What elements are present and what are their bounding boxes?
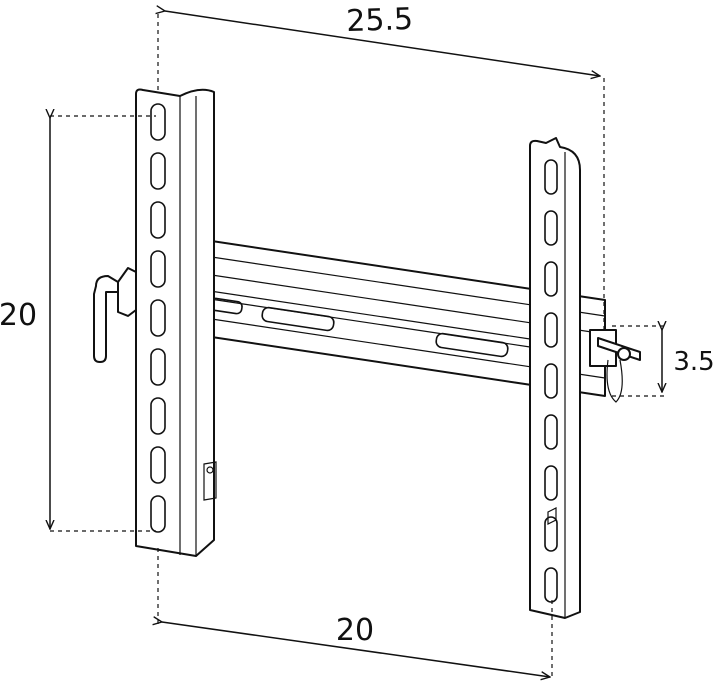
left-mounting-slot <box>150 201 166 239</box>
dimension-right-depth-label: 3.5 <box>673 347 714 377</box>
dimension-left-height-label: 20 <box>0 298 37 333</box>
left-mounting-slot <box>150 397 166 435</box>
right-mounting-slot <box>544 261 558 297</box>
left-mounting-slot <box>150 446 166 484</box>
right-mounting-slot <box>544 414 558 450</box>
left-upright-bracket <box>93 88 217 557</box>
left-lock-handle <box>93 267 137 363</box>
dimension-bottom-width: 20 <box>158 548 553 680</box>
left-mounting-slot <box>150 299 166 337</box>
left-mounting-slot <box>150 348 166 386</box>
right-mounting-slot <box>544 363 558 399</box>
right-mounting-slot <box>544 210 558 246</box>
right-mounting-slot <box>544 516 558 552</box>
left-mounting-slot <box>150 103 166 141</box>
right-lock-pin <box>589 329 641 403</box>
dimension-top-width-label: 25.5 <box>346 2 414 39</box>
dimension-right-depth: 3.5 <box>612 326 715 397</box>
right-mounting-slot <box>544 465 558 501</box>
horizontal-rail <box>185 239 606 397</box>
right-mounting-slot <box>544 159 558 195</box>
left-mounting-slot <box>150 495 166 533</box>
left-mounting-slot <box>150 250 166 288</box>
dimension-top-width: 25.5 <box>158 2 605 330</box>
right-mounting-slot <box>544 312 558 348</box>
left-mounting-slot <box>150 152 166 190</box>
right-upright-bracket <box>529 137 641 619</box>
right-mounting-slot <box>544 567 558 603</box>
dimension-bottom-width-label: 20 <box>336 613 374 648</box>
dimension-left-height: 20 <box>0 116 156 532</box>
